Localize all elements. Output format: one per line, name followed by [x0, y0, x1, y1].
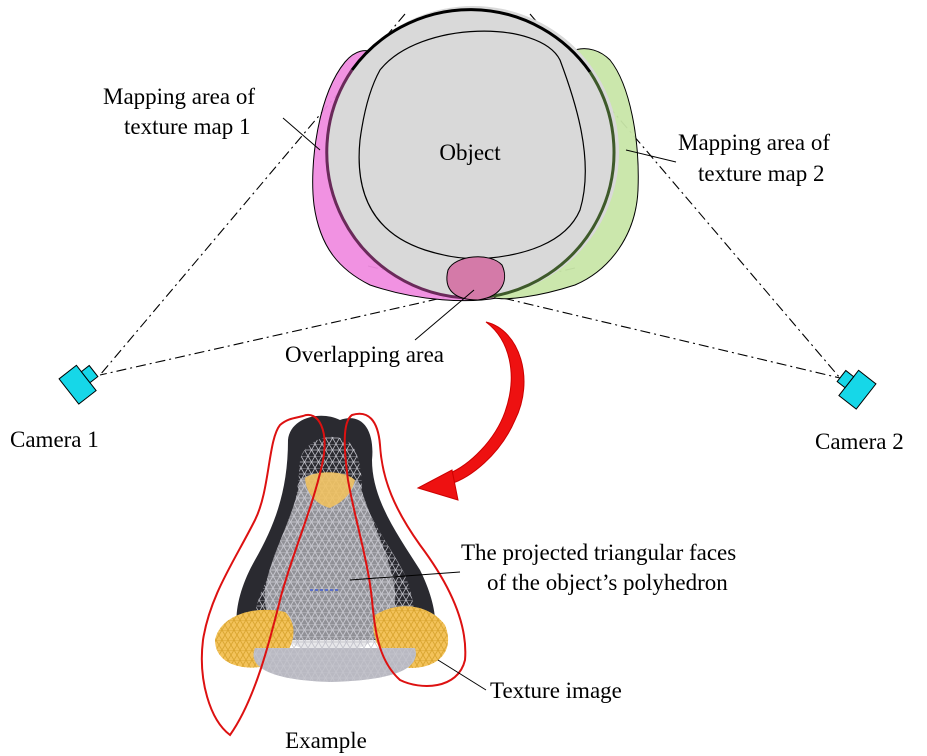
texture-image-leader — [437, 659, 487, 691]
mapping-area-2-label-line1: Mapping area of — [678, 130, 830, 155]
overlapping-area-label: Overlapping area — [285, 342, 444, 367]
example-penguin — [215, 415, 449, 682]
object-outline-right — [475, 71, 616, 300]
camera-1-label: Camera 1 — [10, 427, 99, 452]
object-label: Object — [439, 140, 501, 165]
camera-icon — [58, 364, 99, 405]
overlapping-region — [446, 256, 506, 301]
object-outline-left — [325, 69, 471, 300]
texture-image-label: Texture image — [490, 678, 622, 703]
mapping-area-1-label-line2: texture map 1 — [124, 114, 250, 139]
object-outline-top — [350, 8, 592, 73]
mapping-area-1-label-line1: Mapping area of — [103, 84, 255, 109]
mapping-area-1-leader — [282, 117, 321, 151]
faces-label-line1: The projected triangular faces — [461, 540, 736, 565]
curved-arrow-icon — [416, 321, 525, 501]
mapping-area-2-label-line2: texture map 2 — [698, 161, 824, 186]
mapping-area-2-leader — [625, 149, 677, 163]
overlapping-area-leader — [414, 289, 475, 341]
faces-label-line2: of the object’s polyhedron — [487, 570, 728, 595]
object-core — [358, 30, 586, 260]
example-label: Example — [285, 728, 367, 753]
camera-icon — [836, 369, 877, 410]
camera-2-label: Camera 2 — [815, 429, 904, 454]
example-outline-right — [343, 412, 467, 687]
faces-leader — [349, 571, 461, 581]
example-outline-left — [200, 413, 326, 737]
